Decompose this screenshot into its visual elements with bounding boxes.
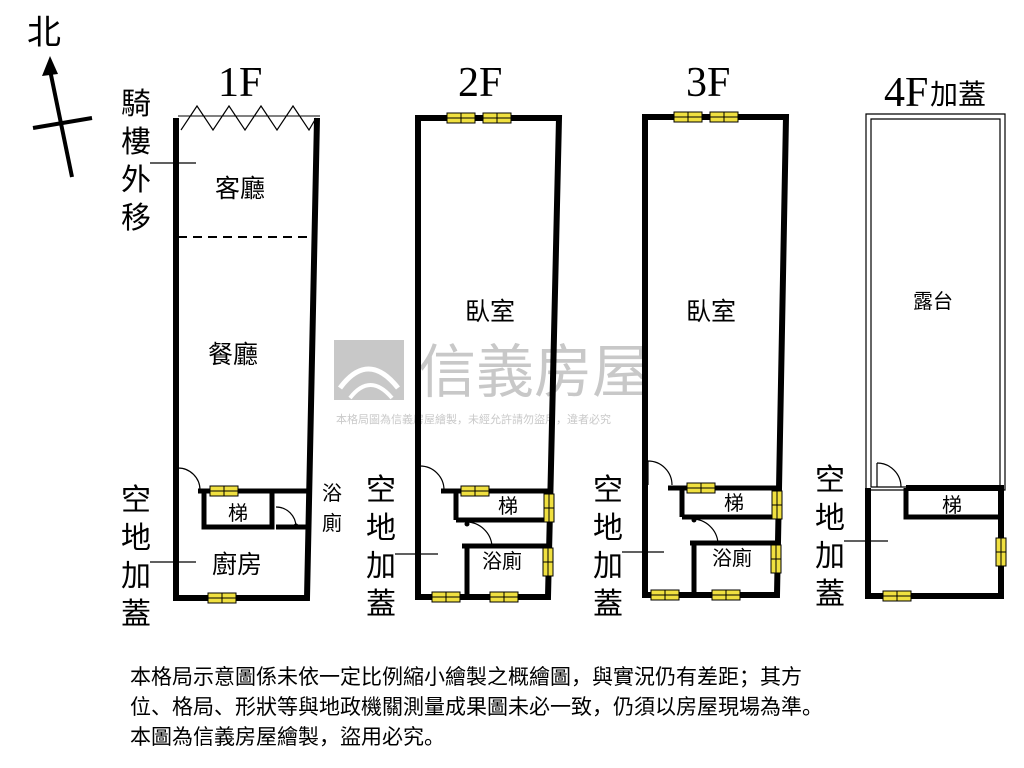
floor-2f: 2F 臥室 梯 浴廁 空 地 加 蓋 — [366, 60, 563, 622]
disclaimer-notes: 本格局示意圖係未依一定比例縮小繪製之概繪圖，與實況仍有差距；其方 位、格局、形狀… — [130, 662, 990, 752]
floor-4f-rooftop-outline — [865, 113, 1006, 491]
side-note-2f-4: 蓋 — [366, 587, 396, 622]
side-note-2f-3: 加 — [366, 549, 396, 584]
side-note-1f-3: 加 — [121, 559, 151, 594]
room-terrace: 露台 — [913, 289, 953, 313]
side-note-3f-3: 加 — [593, 549, 623, 584]
floor-1f-label: 1F — [218, 60, 262, 106]
floor-1f: 1F 客廳 餐廳 梯 浴 廁 廚房 騎 樓 外 移 空 地 — [121, 60, 342, 632]
side-note-2f-1: 空 — [366, 473, 396, 508]
side-note-1f-1: 空 — [121, 483, 151, 518]
side-note-4f-3: 加 — [815, 539, 845, 574]
side-note-1f-2: 地 — [121, 521, 151, 556]
arcade-front-zigzag — [180, 104, 317, 132]
compass: 北 — [27, 13, 93, 178]
room-dining: 餐廳 — [208, 340, 258, 369]
floor-4f-label: 4F — [884, 70, 928, 116]
floor-2f-label: 2F — [458, 60, 502, 106]
room-stairs-3f: 梯 — [724, 491, 744, 515]
floor-3f: 3F 臥室 梯 浴廁 空 地 加 蓋 — [593, 60, 790, 622]
watermark-brand: 信義房屋 — [418, 338, 650, 406]
room-bedroom-3f: 臥室 — [686, 297, 736, 326]
room-kitchen: 廚房 — [212, 550, 262, 579]
side-note-4f-1: 空 — [815, 463, 845, 498]
room-stairs-1f: 梯 — [228, 501, 248, 525]
disclaimer-line-3: 本圖為信義房屋繪製，盜用必究。 — [130, 725, 445, 749]
room-bedroom-2f: 臥室 — [465, 297, 515, 326]
side-note-3f-4: 蓋 — [593, 587, 623, 622]
floor-1f-outer-wall — [173, 117, 320, 601]
room-living: 客廳 — [215, 174, 265, 203]
disclaimer-line-2: 位、格局、形狀等與地政機關測量成果圖未必一致，仍須以房屋現場為準。 — [130, 695, 823, 719]
side-note-4f-4: 蓋 — [815, 577, 845, 612]
room-stairs-2f: 梯 — [498, 494, 518, 518]
room-bath-1f-top: 浴 — [322, 481, 342, 505]
arcade-note-2: 樓 — [121, 125, 151, 160]
arcade-note-4: 移 — [121, 201, 151, 236]
side-note-1f-4: 蓋 — [121, 597, 151, 632]
side-note-2f-2: 地 — [366, 511, 396, 546]
floor-4f-label-suffix: 加蓋 — [930, 78, 986, 111]
floor-3f-label: 3F — [686, 60, 730, 106]
watermark-notice: 本格局圖為信義房屋繪製，未經允許請勿盜用，違者必究 — [336, 412, 611, 426]
room-bath-2f: 浴廁 — [482, 549, 522, 573]
room-bath-3f: 浴廁 — [712, 546, 752, 570]
arcade-note-1: 騎 — [121, 87, 151, 122]
floor-2f-outer-wall — [415, 115, 563, 600]
compass-north-label: 北 — [27, 13, 61, 53]
floor-3f-outer-wall — [642, 114, 790, 598]
side-note-4f-2: 地 — [815, 501, 845, 536]
room-bath-1f-bottom: 廁 — [322, 511, 342, 535]
floor-4f-addition-wall — [865, 485, 1004, 599]
room-stairs-4f: 梯 — [942, 493, 962, 517]
floor-4f: 4F 加蓋 露台 梯 空 地 加 蓋 — [815, 70, 1007, 612]
side-note-3f-1: 空 — [593, 473, 623, 508]
disclaimer-line-1: 本格局示意圖係未依一定比例縮小繪製之概繪圖，與實況仍有差距；其方 — [130, 665, 802, 689]
watermark: 信義房屋 本格局圖為信義房屋繪製，未經允許請勿盜用，違者必究 — [334, 338, 650, 426]
arcade-note-3: 外 — [121, 163, 151, 198]
side-note-3f-2: 地 — [593, 511, 623, 546]
